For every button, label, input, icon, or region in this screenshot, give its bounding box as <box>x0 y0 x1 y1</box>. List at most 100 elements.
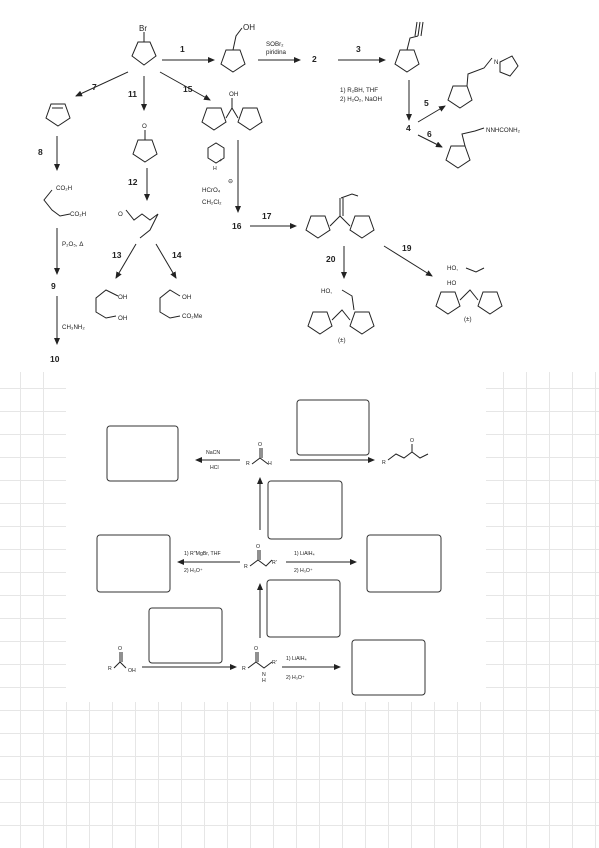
unsaturated-ester: R O <box>382 438 429 466</box>
svg-text:15: 15 <box>183 84 193 94</box>
svg-text:P₂O₅, Δ: P₂O₅, Δ <box>62 241 83 248</box>
svg-text:N: N <box>494 59 498 66</box>
svg-text:H: H <box>268 461 272 467</box>
svg-text:+: + <box>219 158 222 164</box>
svg-text:CO₂H: CO₂H <box>56 185 72 192</box>
answer-box-amide-reduction[interactable] <box>351 639 426 696</box>
cyclopentene <box>45 103 71 127</box>
svg-text:3: 3 <box>356 44 361 54</box>
svg-text:1) LiAlH₄: 1) LiAlH₄ <box>286 656 307 662</box>
answer-box-amide-source[interactable] <box>266 579 341 638</box>
answer-box-ester-reduction[interactable] <box>366 534 442 593</box>
svg-text:(±): (±) <box>338 337 346 344</box>
svg-text:(±): (±) <box>464 316 472 323</box>
svg-text:⊖: ⊖ <box>228 178 233 185</box>
aldehyde-structure: O R H <box>246 442 272 467</box>
svg-text:CH₃NH₂: CH₃NH₂ <box>62 324 85 331</box>
svg-text:O: O <box>258 442 262 448</box>
ester-intermediate: O <box>118 209 159 239</box>
svg-text:HCrO₄: HCrO₄ <box>202 187 221 194</box>
svg-text:CO₂Me: CO₂Me <box>182 313 203 320</box>
pyrrolidine-product: N <box>447 55 519 109</box>
answer-box-cyanohydrin[interactable] <box>106 425 179 482</box>
compound-4: 4 <box>406 123 411 133</box>
bromocyclopentane: Br <box>131 24 157 66</box>
compound-16: 16 <box>232 221 242 231</box>
svg-text:8: 8 <box>38 147 43 157</box>
svg-text:R: R <box>244 564 248 570</box>
svg-text:2) H₃O⁺: 2) H₃O⁺ <box>184 568 203 574</box>
svg-text:O: O <box>256 544 260 550</box>
svg-text:14: 14 <box>172 250 182 260</box>
answer-box-grignard[interactable] <box>96 534 171 593</box>
glutaric-acid: CO₂H CO₂H <box>43 185 86 218</box>
pyridinium-chlorochromate: H + ⊖ HCrO₄ CH₂Cl₂ <box>202 142 233 206</box>
svg-text:OH: OH <box>229 91 238 98</box>
answer-box-aldehyde-source[interactable] <box>267 480 343 540</box>
svg-text:R: R <box>242 666 246 672</box>
svg-text:OH: OH <box>118 294 127 301</box>
compound-9: 9 <box>51 281 56 291</box>
svg-text:R: R <box>382 460 386 466</box>
alkene-product <box>305 193 375 239</box>
cyclopentylmethanol: OH <box>220 23 255 73</box>
svg-text:H: H <box>262 678 266 684</box>
svg-text:19: 19 <box>402 243 412 253</box>
svg-text:H: H <box>213 166 217 172</box>
svg-text:SOBr₂: SOBr₂ <box>266 41 284 48</box>
svg-text:O: O <box>118 646 122 652</box>
svg-text:O: O <box>410 438 414 444</box>
svg-text:R: R <box>108 666 112 672</box>
propargyl-cyclopentane <box>394 21 424 73</box>
svg-text:OH: OH <box>182 294 191 301</box>
arrow-13 <box>115 243 137 279</box>
svg-text:R': R' <box>272 660 277 666</box>
svg-text:HO: HO <box>447 280 456 287</box>
svg-text:NNHCONH₂: NNHCONH₂ <box>486 127 521 134</box>
svg-text:R': R' <box>272 560 277 566</box>
svg-text:HO,: HO, <box>447 265 458 272</box>
answer-box-amide-formation[interactable] <box>148 607 223 664</box>
arrow-7 <box>75 71 129 97</box>
arrow-6 <box>417 134 443 148</box>
svg-text:CO₂H: CO₂H <box>70 211 86 218</box>
answer-box-wittig[interactable] <box>296 399 370 456</box>
svg-text:OH: OH <box>118 315 127 322</box>
secondary-alcohol: HO, (±) <box>307 288 375 344</box>
hydroxy-ester: OH CO₂Me <box>159 289 203 320</box>
svg-text:1) R₂BH, THF: 1) R₂BH, THF <box>340 87 378 94</box>
svg-text:1) LiAlH₄: 1) LiAlH₄ <box>294 551 315 557</box>
svg-text:17: 17 <box>262 211 272 221</box>
svg-text:OH: OH <box>243 23 255 32</box>
amide-structure: O R N H R' <box>242 646 277 684</box>
step-1-label: 1 <box>180 44 185 54</box>
svg-text:N: N <box>262 672 266 678</box>
svg-text:7: 7 <box>92 82 97 92</box>
svg-text:O: O <box>142 123 147 130</box>
svg-text:5: 5 <box>424 98 429 108</box>
svg-text:20: 20 <box>326 254 336 264</box>
svg-text:2) H₂O₂, NaOH: 2) H₂O₂, NaOH <box>340 96 382 103</box>
svg-text:13: 13 <box>112 250 122 260</box>
svg-text:HO,: HO, <box>321 288 332 295</box>
dicyclopentylmethanol: OH <box>201 91 263 131</box>
svg-text:OH: OH <box>128 668 136 674</box>
svg-text:1) R"MgBr, THF: 1) R"MgBr, THF <box>184 551 221 557</box>
svg-text:HCl: HCl <box>210 465 219 471</box>
bromo-label: Br <box>139 24 147 33</box>
arrow-15 <box>159 71 211 101</box>
svg-text:NaCN: NaCN <box>206 450 220 456</box>
svg-text:O: O <box>254 646 258 652</box>
svg-text:6: 6 <box>427 129 432 139</box>
compound-2: 2 <box>312 54 317 64</box>
svg-text:11: 11 <box>128 89 137 99</box>
compound-10: 10 <box>50 354 60 364</box>
svg-text:12: 12 <box>128 177 138 187</box>
arrow-14 <box>155 243 177 279</box>
arrow-5 <box>417 105 446 123</box>
semicarbazone-product: NNHCONH₂ <box>445 127 521 169</box>
cyclopentanone: O <box>132 123 158 163</box>
svg-text:2) H₃O⁺: 2) H₃O⁺ <box>286 675 305 681</box>
svg-text:piridina: piridina <box>266 49 287 56</box>
